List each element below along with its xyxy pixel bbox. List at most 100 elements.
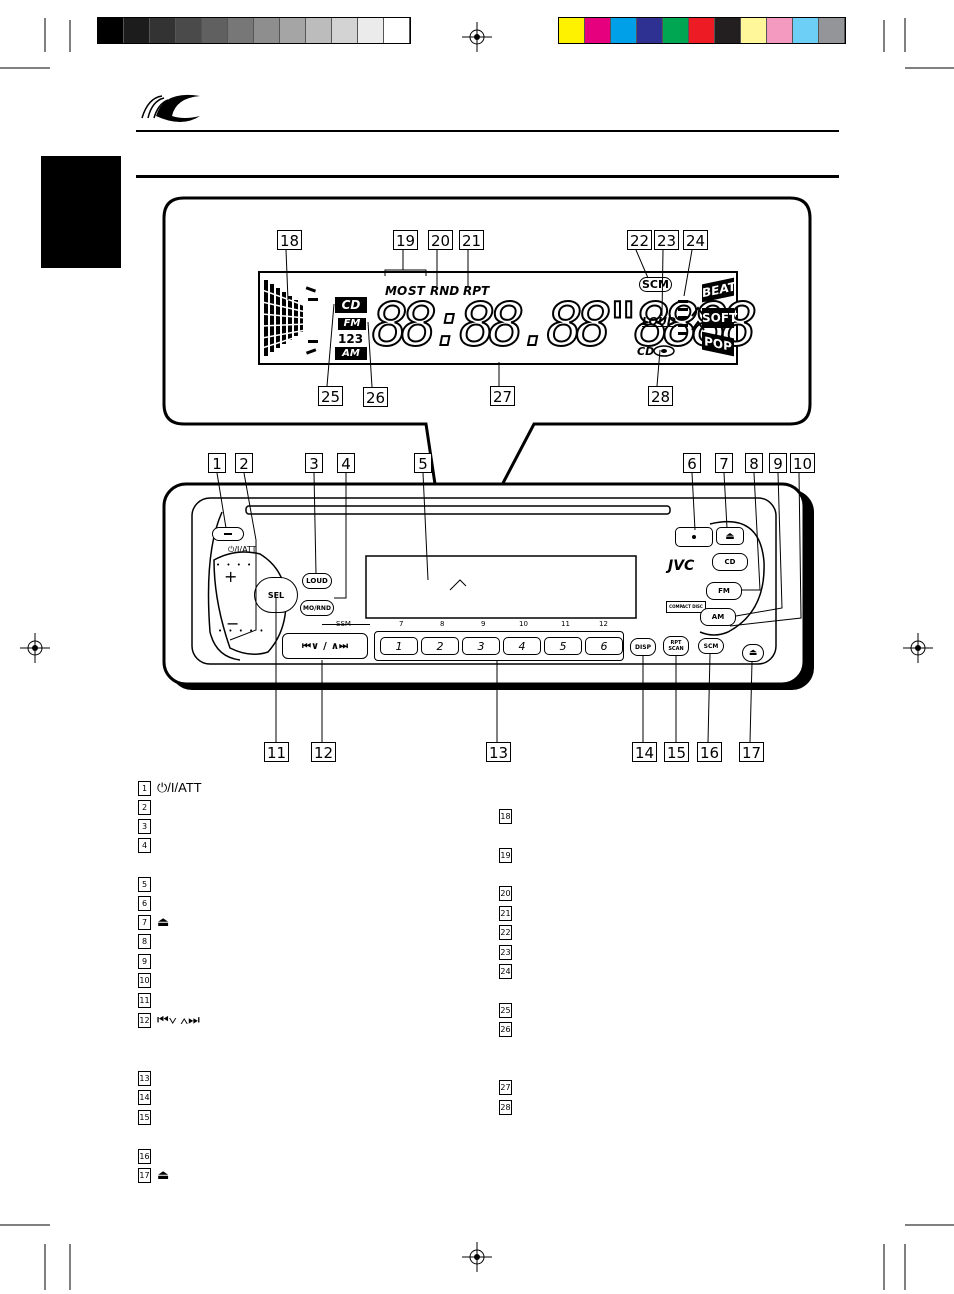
color-swatch — [741, 18, 767, 43]
mo-rnd-button[interactable]: MO/RND — [300, 600, 334, 616]
preset-top-9: 9 — [481, 620, 486, 628]
gray-calibration-bar — [97, 17, 411, 44]
color-swatch — [689, 18, 715, 43]
callout-1: 1 — [208, 453, 226, 473]
preset-button-2[interactable]: 2 — [421, 637, 459, 655]
scm-button[interactable]: SCM — [698, 638, 724, 654]
gray-swatch — [150, 18, 176, 43]
gray-swatch — [306, 18, 332, 43]
legend-item: 2 — [138, 799, 157, 815]
unit-small-button[interactable] — [675, 527, 713, 547]
seek-back-icon: ⏮∨ — [302, 640, 320, 652]
release-icon: ⏏ — [748, 648, 758, 658]
legend-number: 2 — [138, 799, 151, 815]
legend-text: ⏏ — [157, 1167, 170, 1182]
callout-16: 16 — [697, 742, 723, 762]
volume-minus-icon[interactable]: − — [226, 614, 240, 633]
legend-text: ⏏ — [157, 914, 170, 929]
header-rule — [136, 130, 839, 132]
legend-number: 11 — [138, 992, 151, 1008]
seek-button[interactable]: ⏮∨ / ∧⏭ — [282, 633, 368, 659]
jvc-logo: JVC — [668, 558, 695, 574]
legend-item: 3 — [138, 818, 157, 834]
gray-swatch — [228, 18, 254, 43]
preset-button-4[interactable]: 4 — [503, 637, 541, 655]
power-att-button[interactable] — [212, 527, 244, 541]
lcd-rpt: RPT — [463, 284, 490, 298]
color-swatch — [793, 18, 819, 43]
legend-item: 18 — [499, 808, 518, 824]
registration-mark-top — [462, 22, 492, 52]
section-rule — [136, 175, 839, 178]
eject-button[interactable]: ⏏ — [716, 527, 744, 545]
gray-swatch — [98, 18, 124, 43]
callout-6: 6 — [683, 453, 701, 473]
section-logo-icon — [141, 94, 200, 122]
legend-item: 6 — [138, 895, 157, 911]
fm-button[interactable]: FM — [706, 582, 742, 600]
legend-number: 20 — [499, 885, 512, 901]
legend-item: 4 — [138, 837, 157, 853]
lcd-disc-icon — [653, 345, 675, 357]
legend-item: 27 — [499, 1079, 518, 1095]
am-button[interactable]: AM — [700, 608, 736, 626]
preset-top-8: 8 — [440, 620, 445, 628]
legend-number: 21 — [499, 905, 512, 921]
volume-plus-icon[interactable]: + — [224, 567, 238, 586]
callout-8: 8 — [745, 453, 763, 473]
callout-13: 13 — [486, 742, 512, 762]
color-swatch — [611, 18, 637, 43]
gray-swatch — [358, 18, 384, 43]
legend-text: ⏻/I/ATT — [157, 780, 202, 795]
unit-small-dot — [692, 535, 696, 539]
legend-number: 16 — [138, 1148, 151, 1164]
legend-item: 21 — [499, 905, 518, 921]
lcd-main-digits: 88:88.88"8888 — [371, 290, 759, 360]
legend-number: 23 — [499, 944, 512, 960]
legend-number: 1 — [138, 780, 151, 796]
color-swatch — [637, 18, 663, 43]
color-swatch — [585, 18, 611, 43]
legend-number: 6 — [138, 895, 151, 911]
legend-number: 7 — [138, 914, 151, 930]
rpt-scan-button[interactable]: RPT SCAN — [663, 636, 689, 656]
color-calibration-bar — [558, 17, 846, 44]
legend-number: 9 — [138, 953, 151, 969]
legend-item: 12⏮∨ ∧⏭ — [138, 1012, 200, 1028]
callout-24: 24 — [683, 230, 709, 250]
legend-number: 24 — [499, 963, 512, 979]
gray-swatch — [202, 18, 228, 43]
gray-swatch — [254, 18, 280, 43]
callout-15: 15 — [664, 742, 690, 762]
lcd-band-123: 123 — [338, 332, 364, 346]
preset-button-3[interactable]: 3 — [462, 637, 500, 655]
gray-swatch — [176, 18, 202, 43]
legend-number: 4 — [138, 837, 151, 853]
legend-item: 8 — [138, 933, 157, 949]
release-button[interactable]: ⏏ — [742, 644, 764, 662]
volume-dots-top: • • • • — [216, 561, 254, 569]
legend-number: 27 — [499, 1079, 512, 1095]
callout-2: 2 — [235, 453, 253, 473]
preset-button-1[interactable]: 1 — [380, 637, 418, 655]
lcd-am-indicator: AM — [335, 347, 367, 360]
cd-button[interactable]: CD — [712, 553, 748, 571]
legend-item: 26 — [499, 1021, 518, 1037]
legend-number: 13 — [138, 1070, 151, 1086]
legend-item: 25 — [499, 1002, 518, 1018]
preset-button-6[interactable]: 6 — [585, 637, 623, 655]
legend-item: 10 — [138, 972, 157, 988]
legend-item: 5 — [138, 876, 157, 892]
legend-number: 10 — [138, 972, 151, 988]
loud-button[interactable]: LOUD — [302, 573, 332, 589]
preset-button-5[interactable]: 5 — [544, 637, 582, 655]
lcd-loud-indicator: LOUD — [642, 315, 677, 328]
callout-28: 28 — [648, 386, 674, 406]
legend-item: 9 — [138, 953, 157, 969]
scm-label: SCM — [703, 642, 719, 650]
lcd-cd-indicator: CD — [335, 297, 367, 313]
legend-text: ⏮∨ ∧⏭ — [157, 1012, 200, 1027]
lcd-cd-disc-indicator: CD — [637, 345, 655, 358]
disp-button[interactable]: DISP — [630, 638, 656, 656]
